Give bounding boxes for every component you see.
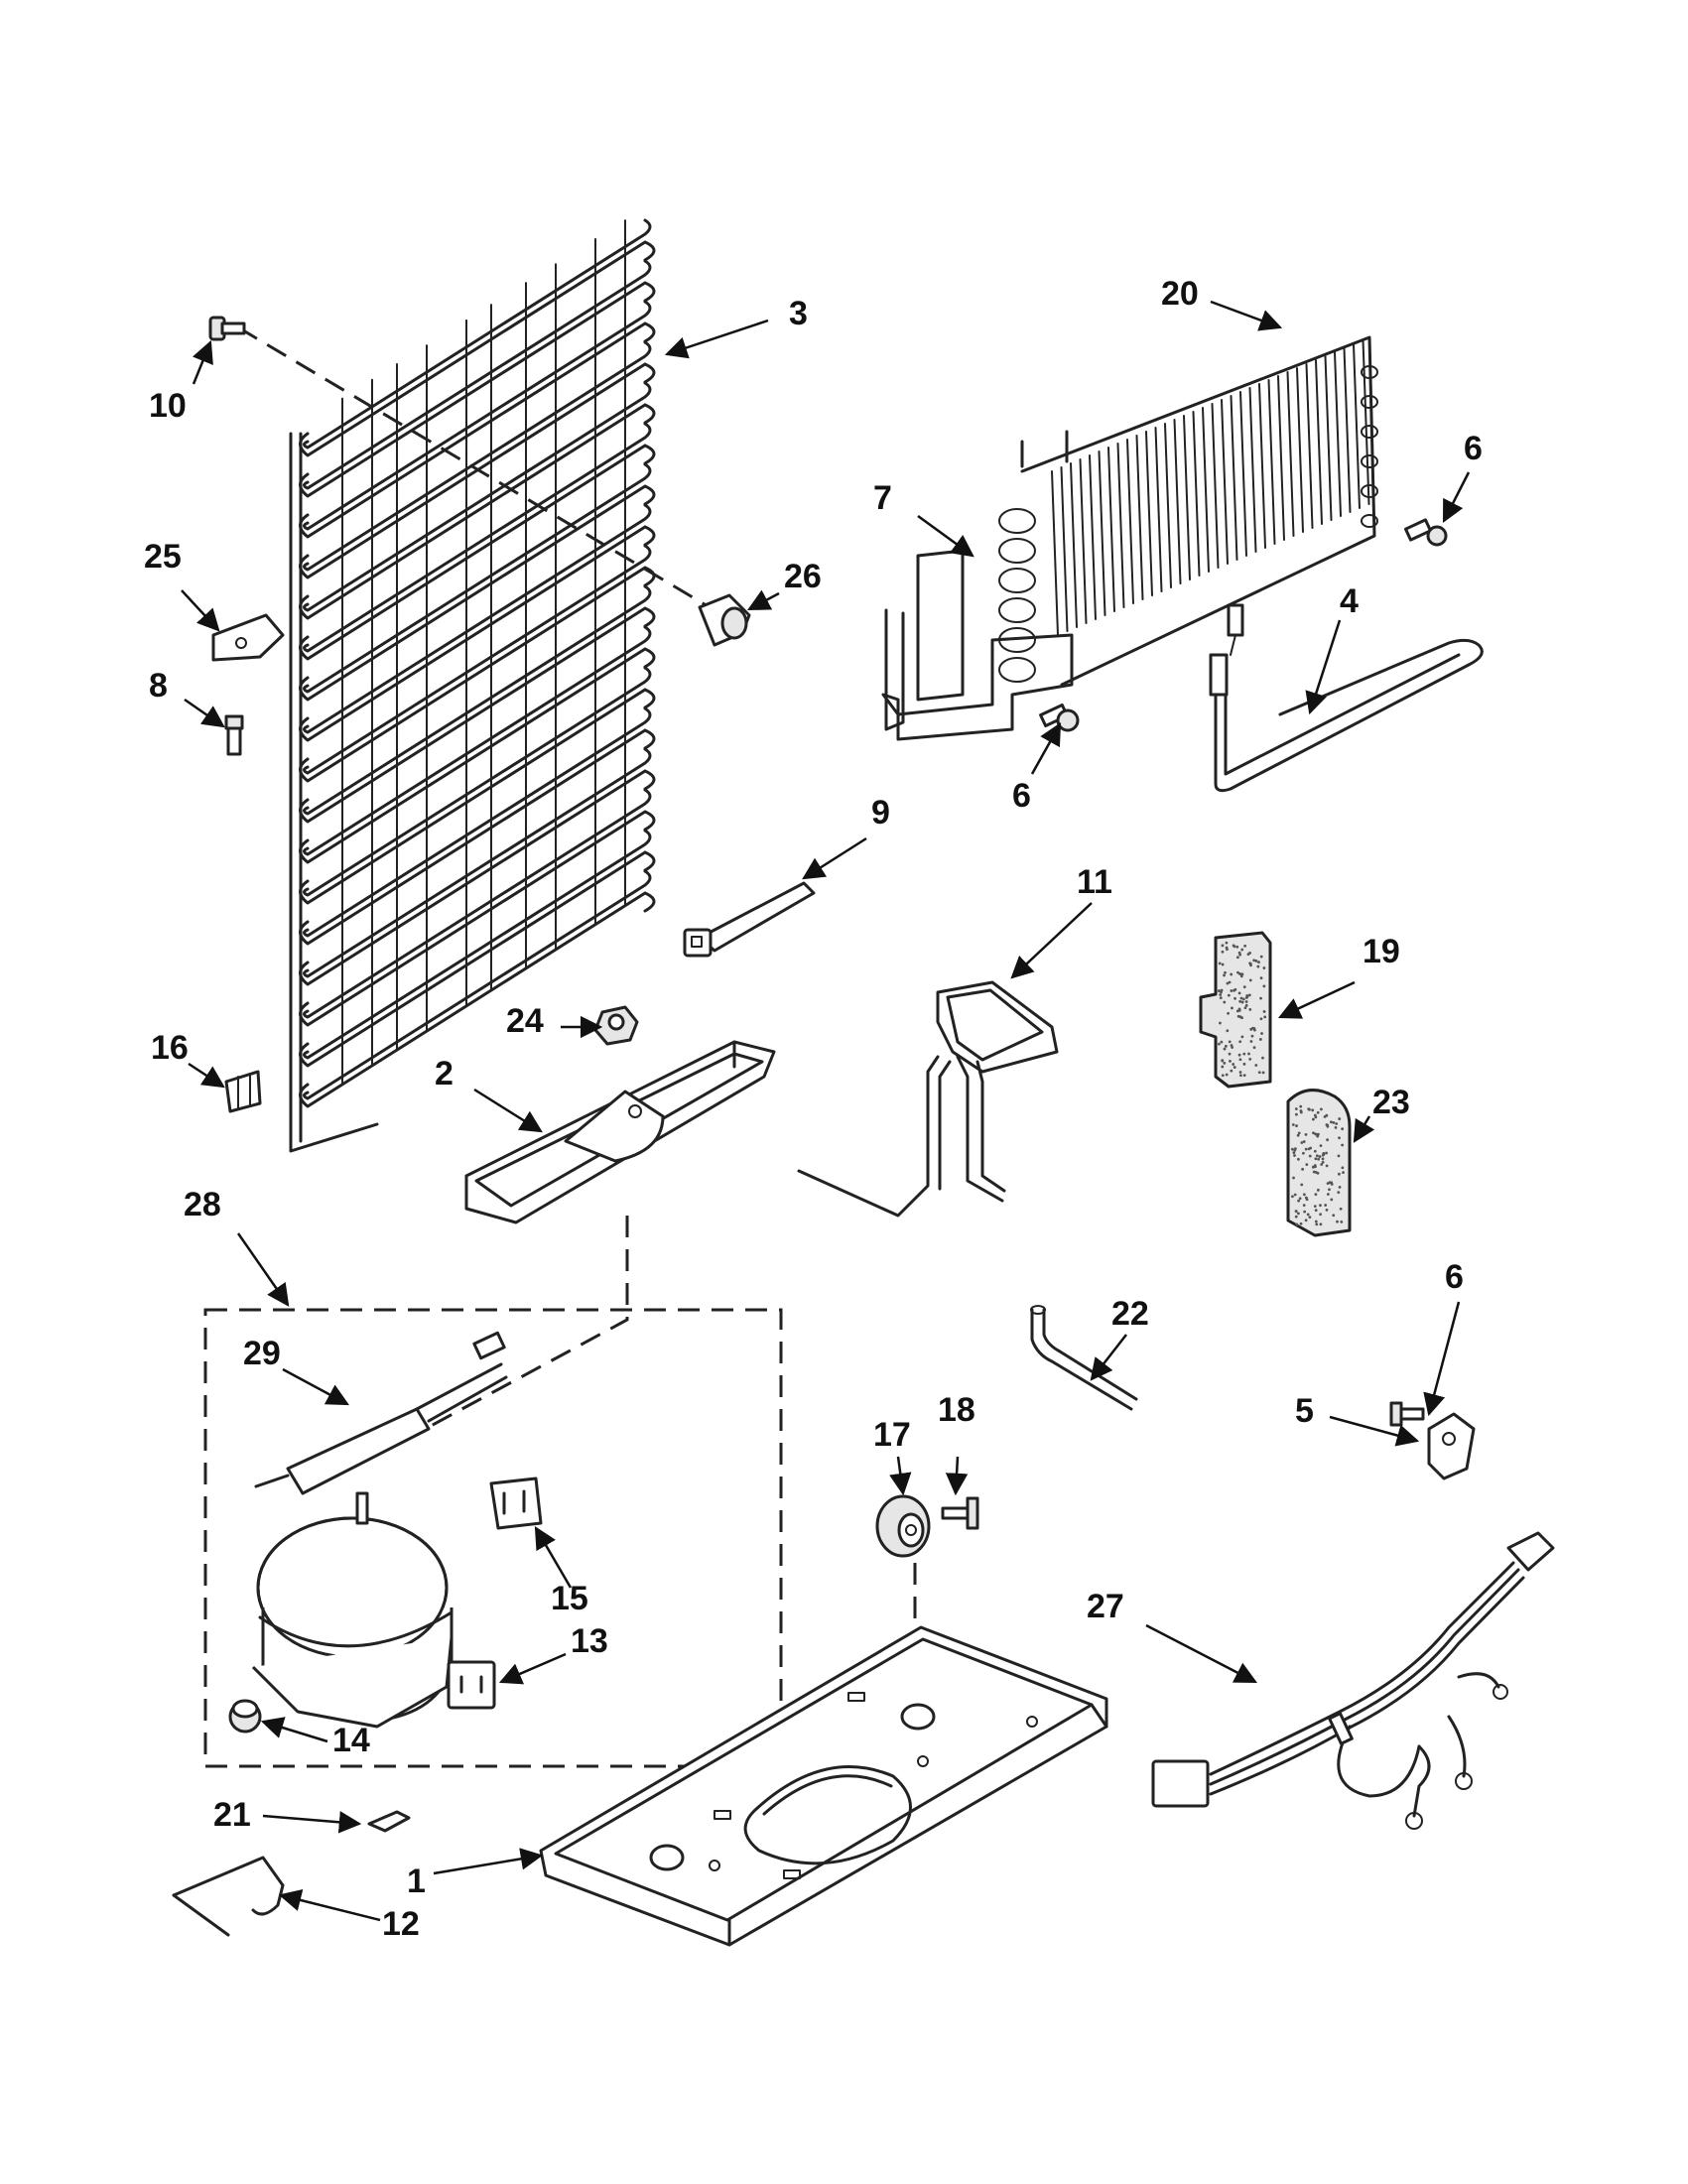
callout-label: 19 (1363, 933, 1400, 970)
callout-label: 22 (1111, 1295, 1149, 1333)
clip-icon (367, 1810, 411, 1833)
wire-icon (172, 1856, 285, 1937)
nut-icon (593, 1005, 639, 1046)
callout-label: 7 (873, 479, 892, 517)
callout-label: 3 (789, 295, 808, 332)
callout-label: 16 (151, 1029, 189, 1067)
screw-icon (1403, 518, 1448, 547)
callout-label: 13 (571, 1622, 608, 1660)
callout-label: 24 (506, 1002, 544, 1040)
callout-label: 28 (184, 1186, 221, 1223)
leader-line (406, 1216, 629, 1441)
callout-label: 25 (144, 538, 182, 576)
callout-label: 6 (1012, 777, 1031, 815)
screw-icon (941, 1496, 979, 1530)
bracket-icon (1389, 1401, 1476, 1480)
screw-icon (208, 316, 246, 341)
screw-icon (1039, 703, 1080, 732)
bracket-icon (211, 613, 285, 662)
foam-block (1286, 1089, 1352, 1237)
tube-icon (1030, 1305, 1138, 1411)
callout-label: 5 (1295, 1392, 1314, 1430)
callout-label: 29 (243, 1335, 281, 1372)
callout-label: 14 (332, 1722, 370, 1759)
callout-label: 10 (149, 387, 187, 425)
callout-label: 6 (1464, 430, 1483, 467)
screw-icon (224, 714, 244, 756)
ferrule-icon (698, 593, 751, 647)
callout-label: 9 (871, 794, 890, 832)
callout-label: 20 (1161, 275, 1199, 313)
callout-label: 8 (149, 667, 168, 705)
base-plate (539, 1625, 1108, 1947)
grommet-icon (875, 1494, 931, 1558)
leader-line (237, 325, 715, 612)
evaporator (881, 335, 1378, 741)
wire-harness (1151, 1531, 1555, 1830)
overload-icon (447, 1660, 496, 1710)
defrost-heater (1209, 603, 1484, 793)
filter-drier (254, 1331, 508, 1495)
callout-label: 27 (1087, 1588, 1124, 1625)
callout-label: 6 (1445, 1258, 1464, 1296)
callout-label: 17 (873, 1416, 911, 1454)
callout-label: 12 (382, 1905, 420, 1943)
foam-block (1199, 931, 1272, 1089)
callout-label: 26 (784, 558, 822, 595)
compressor (228, 1491, 454, 1734)
callout-label: 11 (1077, 863, 1112, 901)
compressor-kit-box (203, 1308, 783, 1768)
callout-labels: 1 2 3 4 5 6 6 6 7 8 9 10 11 12 13 14 15 … (144, 275, 1483, 1943)
callout-label: 15 (551, 1580, 588, 1617)
tube-assembly (797, 980, 1059, 1218)
callout-label: 18 (938, 1391, 975, 1429)
callout-label: 23 (1372, 1084, 1410, 1121)
callout-label: 1 (407, 1863, 426, 1900)
callout-label: 21 (213, 1796, 251, 1834)
clip-icon (224, 1070, 262, 1113)
callout-label: 2 (435, 1055, 454, 1092)
drain-pan (464, 1040, 776, 1224)
callout-arrows (181, 300, 1471, 1922)
condenser-coil (289, 218, 656, 1153)
cable-tie-icon (683, 881, 816, 958)
callout-label: 4 (1340, 582, 1359, 620)
relay-icon (489, 1477, 543, 1530)
